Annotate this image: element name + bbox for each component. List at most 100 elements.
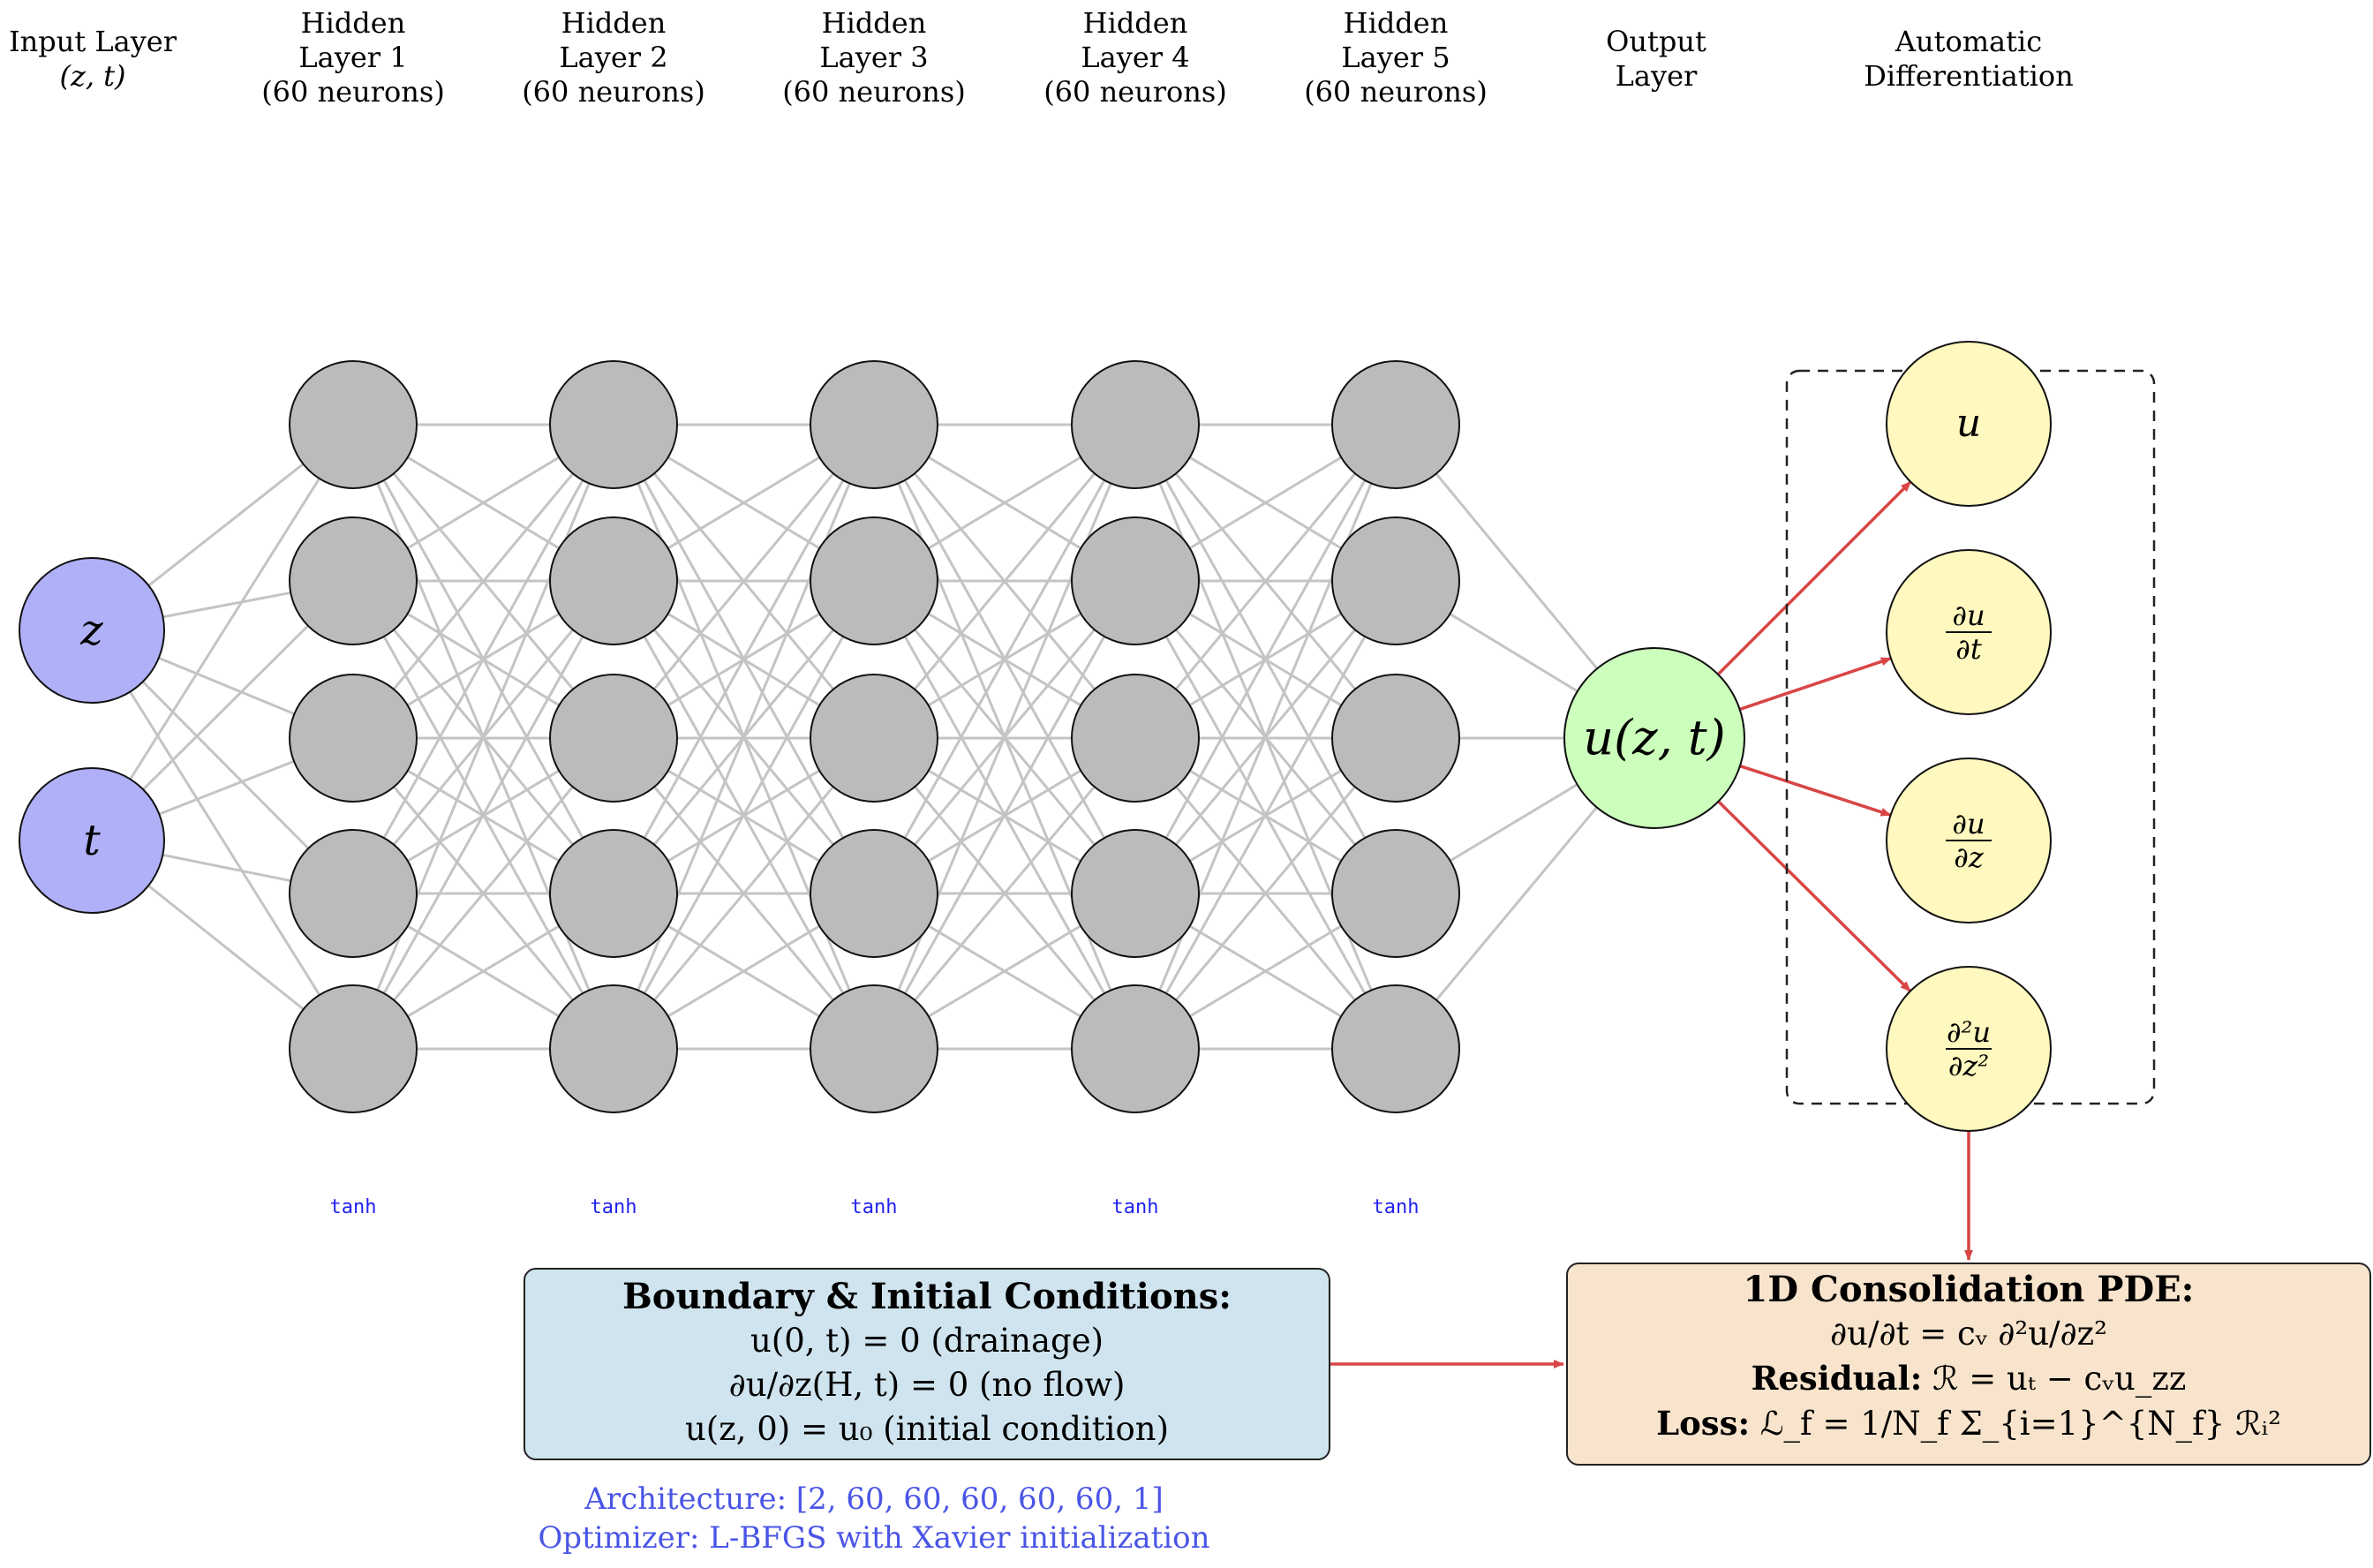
edge xyxy=(612,424,876,894)
hidden-neuron xyxy=(549,829,678,958)
activation-label-layer-2: tanh xyxy=(591,1196,637,1218)
boundary-condition-no-flow: ∂u/∂z(H, t) = 0 (no flow) xyxy=(728,1366,1126,1404)
activation-label-layer-1: tanh xyxy=(330,1196,377,1218)
derivative-numerator: ∂u xyxy=(1952,599,1985,632)
derivative-numerator: ∂u xyxy=(1952,807,1985,841)
derivative-denominator: ∂t xyxy=(1955,632,1982,666)
derivative-node-2: ∂u∂t xyxy=(1886,549,2052,715)
edge xyxy=(90,629,355,1050)
loss-equation: ℒ_f = 1/N_f Σ_{i=1}^{N_f} ℛᵢ² xyxy=(1759,1405,2281,1443)
hidden-layer-4-title-line3: (60 neurons) xyxy=(1043,75,1227,109)
optimizer-text: Optimizer: L-BFGS with Xavier initializa… xyxy=(538,1520,1210,1556)
autodiff-title-line1: Automatic xyxy=(1895,25,2043,58)
input-node-label: z xyxy=(79,606,103,655)
hidden-neuron xyxy=(810,360,938,489)
hidden-neuron xyxy=(1331,829,1460,958)
hidden-neuron xyxy=(810,516,938,645)
edge xyxy=(351,424,615,1050)
output-node-label: u(z, t) xyxy=(1583,710,1725,765)
hidden-layer-5-title-line2: Layer 5 xyxy=(1341,41,1450,74)
activation-label-layer-4: tanh xyxy=(1112,1196,1159,1218)
derivative-node-1: u xyxy=(1886,341,2052,507)
hidden-layer-5-title-line3: (60 neurons) xyxy=(1304,75,1488,109)
activation-label-layer-5: tanh xyxy=(1373,1196,1420,1218)
hidden-layer-4-title-line1: Hidden xyxy=(1082,6,1188,40)
pde-box: 1D Consolidation PDE: ∂u/∂t = cᵥ ∂²u/∂z²… xyxy=(1566,1263,2371,1466)
activation-labels: tanh tanh tanh tanh tanh xyxy=(330,1196,1420,1218)
edge xyxy=(1134,424,1397,1050)
hidden-neuron xyxy=(810,984,938,1113)
hidden-neuron xyxy=(1331,360,1460,489)
hidden-layer-1-title-line1: Hidden xyxy=(300,6,406,40)
derivative-denominator: ∂z xyxy=(1954,841,1985,874)
edge xyxy=(1134,424,1397,894)
input-layer-title-line1: Input Layer xyxy=(8,25,177,58)
edge xyxy=(1134,580,1397,1050)
hidden-neuron xyxy=(1071,360,1200,489)
derivative-node-3: ∂u∂z xyxy=(1886,758,2052,923)
hidden-neuron xyxy=(549,360,678,489)
hidden-neuron xyxy=(1331,984,1460,1113)
edge xyxy=(1134,737,1397,1050)
loss-label: Loss: xyxy=(1656,1404,1751,1443)
hidden-neuron xyxy=(289,674,418,803)
initial-condition: u(z, 0) = u₀ (initial condition) xyxy=(684,1410,1170,1448)
derivative-numerator: ∂²u xyxy=(1947,1015,1991,1049)
residual-equation: ℛ = uₜ − cᵥu_zz xyxy=(1932,1360,2187,1398)
boundary-conditions-box: Boundary & Initial Conditions: u(0, t) =… xyxy=(524,1268,1330,1460)
hidden-neuron xyxy=(289,829,418,958)
autodiff-arrow xyxy=(1717,800,1912,992)
edge xyxy=(1134,424,1397,739)
edge xyxy=(351,424,615,894)
output-layer-title-line1: Output xyxy=(1606,25,1706,58)
edge xyxy=(872,424,1137,1050)
hidden-neuron xyxy=(1071,674,1200,803)
autodiff-arrow xyxy=(1716,480,1912,676)
hidden-layer-1-title: Hidden Layer 1 (60 neurons) xyxy=(221,6,486,109)
autodiff-arrow xyxy=(1739,657,1892,712)
architecture-footer: Architecture: [2, 60, 60, 60, 60, 60, 1]… xyxy=(433,1480,1315,1557)
residual-label: Residual: xyxy=(1751,1359,1923,1398)
hidden-neuron xyxy=(289,360,418,489)
hidden-layer-5-title-line1: Hidden xyxy=(1343,6,1449,40)
hidden-neuron xyxy=(1071,984,1200,1113)
edge xyxy=(872,737,1137,1050)
hidden-neuron xyxy=(1071,516,1200,645)
hidden-layer-3-title-line1: Hidden xyxy=(821,6,927,40)
hidden-layer-2-title-line1: Hidden xyxy=(561,6,667,40)
edge xyxy=(872,424,1137,739)
edge xyxy=(351,424,615,739)
hidden-layer-3-title-line2: Layer 3 xyxy=(819,41,929,74)
hidden-layer-2-title-line2: Layer 2 xyxy=(559,41,668,74)
output-layer-title: Output Layer xyxy=(1524,25,1789,94)
hidden-layer-3-title: Hidden Layer 3 (60 neurons) xyxy=(742,6,1006,109)
input-node-label: t xyxy=(83,816,101,865)
input-layer-title-line2: (z, t) xyxy=(59,59,126,93)
hidden-layer-5-title: Hidden Layer 5 (60 neurons) xyxy=(1263,6,1528,109)
hidden-neuron xyxy=(1331,674,1460,803)
derivative-denominator: ∂z² xyxy=(1948,1049,1989,1082)
boundary-condition-drainage: u(0, t) = 0 (drainage) xyxy=(750,1322,1104,1360)
hidden-layer-1-title-line2: Layer 1 xyxy=(298,41,408,74)
output-layer-title-line2: Layer xyxy=(1615,59,1698,93)
pde-equation: ∂u/∂t = cᵥ ∂²u/∂z² xyxy=(1830,1315,2107,1353)
hidden-layer-2-title-line3: (60 neurons) xyxy=(522,75,705,109)
edge xyxy=(90,424,355,841)
hidden-layer-3-title-line3: (60 neurons) xyxy=(782,75,966,109)
neuron-nodes: ztu(z, t)u∂u∂t∂u∂z∂²u∂z² xyxy=(19,341,2052,1132)
input-layer-title: Input Layer (z, t) xyxy=(0,25,225,94)
edge xyxy=(872,580,1137,1050)
hidden-neuron xyxy=(1331,516,1460,645)
output-node: u(z, t) xyxy=(1563,647,1745,829)
autodiff-title: Automatic Differentiation xyxy=(1836,25,2101,94)
edge xyxy=(351,580,615,1050)
edge xyxy=(612,580,876,1050)
pde-title: 1D Consolidation PDE: xyxy=(1743,1269,2195,1310)
hidden-layer-2-title: Hidden Layer 2 (60 neurons) xyxy=(481,6,746,109)
activation-label-layer-3: tanh xyxy=(851,1196,898,1218)
hidden-neuron xyxy=(549,674,678,803)
edge xyxy=(351,737,615,1050)
hidden-neuron xyxy=(810,674,938,803)
hidden-neuron xyxy=(549,516,678,645)
